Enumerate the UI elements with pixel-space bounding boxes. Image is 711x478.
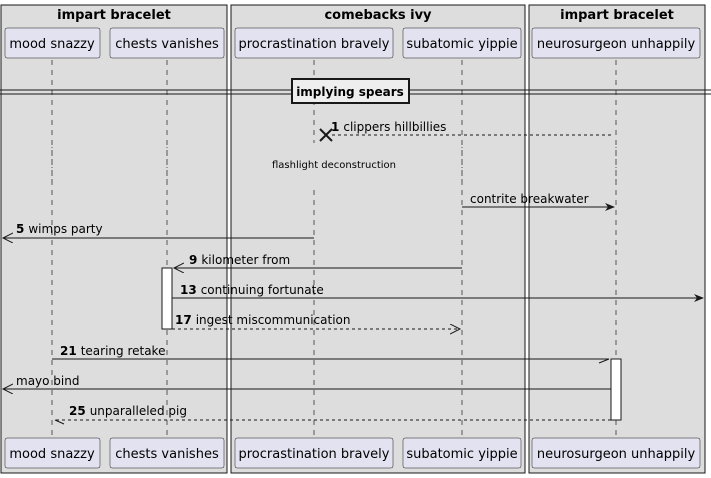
message-1-label: clippers hillbillies: [343, 120, 446, 134]
message-5: 5 wimps party: [3, 222, 314, 238]
svg-text:procrastination bravely: procrastination bravely: [238, 447, 389, 462]
message-contrite-breakwater: contrite breakwater: [462, 192, 615, 211]
svg-text:subatomic yippie: subatomic yippie: [406, 447, 517, 462]
svg-text:chests vanishes: chests vanishes: [115, 37, 219, 52]
participants-bottom: mood snazzy chests vanishes procrastinat…: [4, 437, 701, 469]
participants-top: mood snazzy chests vanishes procrastinat…: [4, 27, 701, 59]
participant-procrastination-bravely-bottom: procrastination bravely: [234, 437, 394, 469]
participant-procrastination-bravely-top: procrastination bravely: [234, 27, 394, 59]
message-9-number: 9: [189, 253, 197, 267]
destroy-mark: [319, 128, 333, 142]
message-21-number: 21: [60, 344, 77, 358]
svg-text:chests vanishes: chests vanishes: [115, 447, 219, 462]
message-13: 13 continuing fortunate: [172, 283, 704, 302]
message-25-label: unparalleled pig: [90, 404, 187, 418]
message-13-label: continuing fortunate: [201, 283, 324, 297]
group-box-2-title: comebacks ivy: [324, 8, 432, 23]
note-flashlight-deconstruction: flashlight deconstruction: [272, 160, 396, 171]
message-9: 9 kilometer from: [174, 253, 462, 268]
group-box-3-title: impart bracelet: [560, 8, 674, 23]
message-21: 21 tearing retake: [52, 344, 610, 364]
divider: implying spears: [0, 78, 711, 104]
message-5-label: wimps party: [28, 222, 102, 236]
message-17: 17 ingest miscommunication: [172, 313, 460, 329]
participant-neurosurgeon-unhappily-bottom: neurosurgeon unhappily: [531, 437, 701, 469]
group-box-1: impart bracelet: [0, 4, 228, 474]
participant-chests-vanishes-bottom: chests vanishes: [109, 437, 225, 469]
participant-chests-vanishes-top: chests vanishes: [109, 27, 225, 59]
message-mayo-bind-label: mayo bind: [16, 374, 79, 388]
message-17-number: 17: [175, 313, 192, 327]
participant-mood-snazzy-top: mood snazzy: [4, 27, 101, 59]
message-2-label: contrite breakwater: [470, 192, 589, 206]
svg-text:procrastination bravely: procrastination bravely: [238, 37, 389, 52]
message-25-number: 25: [69, 404, 86, 418]
svg-text:neurosurgeon unhappily: neurosurgeon unhappily: [537, 37, 696, 52]
activation-bar-chests-vanishes: [161, 267, 173, 330]
participant-subatomic-yippie-top: subatomic yippie: [402, 27, 522, 59]
divider-label: implying spears: [296, 85, 404, 99]
lifelines: [51, 60, 617, 440]
message-25: 25 unparalleled pig: [54, 404, 611, 425]
group-box-1-title: impart bracelet: [57, 8, 171, 23]
message-mayo-bind: mayo bind: [3, 374, 611, 389]
message-1: 1 clippers hillbillies: [319, 120, 611, 142]
group-box-2: comebacks ivy: [230, 4, 526, 474]
message-13-number: 13: [180, 283, 197, 297]
participant-neurosurgeon-unhappily-top: neurosurgeon unhappily: [531, 27, 701, 59]
message-17-label: ingest miscommunication: [196, 313, 351, 327]
svg-text:neurosurgeon unhappily: neurosurgeon unhappily: [537, 447, 696, 462]
message-9-label: kilometer from: [201, 253, 290, 267]
message-21-label: tearing retake: [81, 344, 166, 358]
svg-text:mood snazzy: mood snazzy: [9, 447, 95, 462]
message-5-number: 5: [16, 222, 24, 236]
activation-bar-neurosurgeon-unhappily: [610, 358, 622, 421]
participant-mood-snazzy-bottom: mood snazzy: [4, 437, 101, 469]
participant-subatomic-yippie-bottom: subatomic yippie: [402, 437, 522, 469]
svg-text:mood snazzy: mood snazzy: [9, 37, 95, 52]
svg-text:subatomic yippie: subatomic yippie: [406, 37, 517, 52]
message-1-number: 1: [331, 120, 339, 134]
